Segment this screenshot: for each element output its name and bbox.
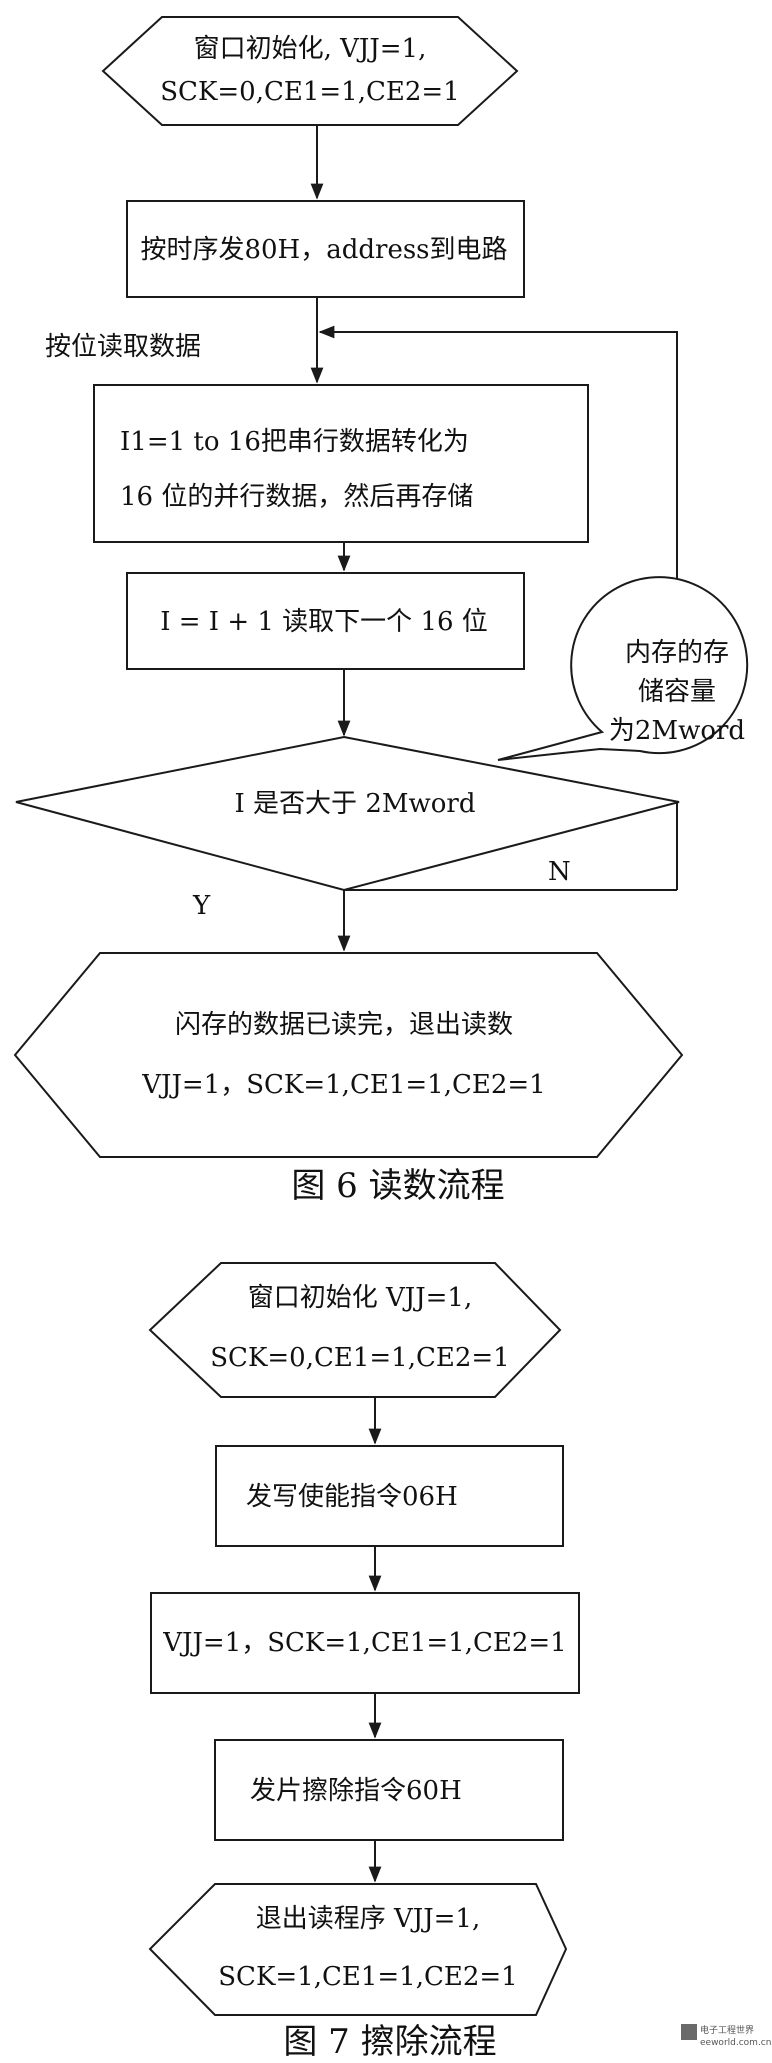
fig6-yes-label: Y	[192, 891, 211, 921]
fig6-callout-line3: 为2Mword	[609, 716, 745, 746]
fig6-caption: 图 6 读数流程	[291, 1166, 504, 1206]
fig6-callout-bubble	[497, 576, 749, 761]
fig6-convert-line2: 16 位的并行数据，然后再存储	[120, 482, 473, 512]
fig6-no-label: N	[548, 857, 571, 887]
fig6-callout-line2: 储容量	[638, 677, 716, 707]
watermark-line2: eeworld.com.cn	[700, 2038, 771, 2048]
fig7-end-line2: SCK=1,CE1=1,CE2=1	[218, 1962, 517, 1992]
fig6-end-hexagon	[13, 952, 684, 1158]
fig7-end-line1: 退出读程序 VJJ=1,	[256, 1904, 480, 1934]
figure-7-erase-flow: 窗口初始化 VJJ=1, SCK=0,CE1=1,CE2=1 发写使能指令06H…	[148, 1262, 580, 2062]
fig6-start-hexagon	[101, 16, 519, 126]
fig6-convert-line1: I1=1 to 16把串行数据转化为	[120, 427, 469, 457]
fig6-increment-text: I = I + 1 读取下一个 16 位	[160, 607, 488, 637]
fig6-loop-back-line	[318, 325, 678, 588]
fig7-start-line2: SCK=0,CE1=1,CE2=1	[210, 1343, 509, 1373]
fig7-erase-command-text: 发片擦除指令60H	[250, 1776, 462, 1806]
fig6-side-label: 按位读取数据	[45, 332, 201, 362]
watermark-line1: 电子工程世界	[700, 2024, 754, 2036]
figure-6-read-flow: 窗口初始化, VJJ=1, SCK=0,CE1=1,CE2=1 按时序发80H，…	[13, 16, 749, 1206]
fig6-start-line1: 窗口初始化, VJJ=1,	[194, 34, 427, 64]
fig7-start-hexagon	[148, 1262, 562, 1398]
eeworld-watermark-logo: 电子工程世界 eeworld.com.cn	[681, 2024, 771, 2048]
fig6-end-line2: VJJ=1，SCK=1,CE1=1,CE2=1	[141, 1070, 545, 1100]
watermark-logo-icon	[681, 2024, 697, 2040]
fig7-set-pins-box	[150, 1592, 580, 1694]
fig6-send-command-text: 按时序发80H，address到电路	[140, 235, 507, 265]
fig6-callout-line1: 内存的存	[625, 638, 729, 668]
fig7-end-hexagon	[148, 1883, 568, 2016]
fig6-convert-box	[93, 384, 589, 543]
fig6-send-command-box	[126, 200, 525, 298]
fig7-caption: 图 7 擦除流程	[283, 2022, 496, 2062]
fig6-decision-text: I 是否大于 2Mword	[235, 789, 476, 819]
fig7-start-line1: 窗口初始化 VJJ=1,	[248, 1283, 472, 1313]
fig6-increment-box	[126, 572, 525, 670]
fig7-erase-command-box	[214, 1739, 564, 1841]
fig6-start-line2: SCK=0,CE1=1,CE2=1	[160, 77, 459, 107]
fig6-end-line1: 闪存的数据已读完，退出读数	[175, 1010, 513, 1040]
fig7-set-pins-text: VJJ=1，SCK=1,CE1=1,CE2=1	[162, 1628, 566, 1658]
fig7-write-enable-text: 发写使能指令06H	[246, 1482, 458, 1512]
fig7-write-enable-box	[215, 1445, 564, 1547]
